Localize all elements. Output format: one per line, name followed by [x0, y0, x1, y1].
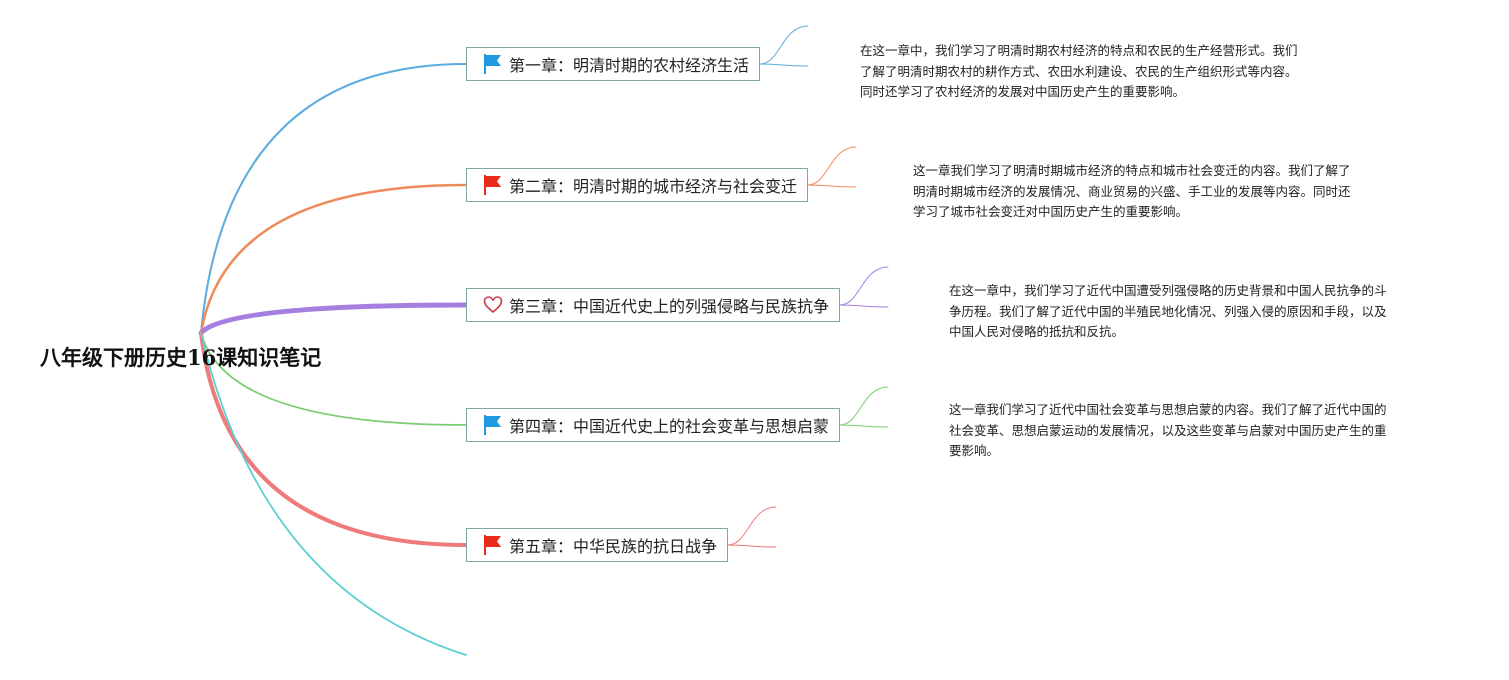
chapter-5-label: 第五章：中华民族的抗日战争	[509, 537, 718, 556]
chapter-2-label: 第二章：明清时期的城市经济与社会变迁	[509, 177, 798, 196]
red-flag-icon	[483, 174, 503, 196]
chapter-2-note-line: 这一章我们学习了明清时期城市经济的特点和城市社会变迁的内容。我们了解了	[913, 163, 1351, 178]
chapter-3-label: 第三章：中国近代史上的列强侵略与民族抗争	[509, 297, 830, 316]
chapter-4-note-line: 要影响。	[949, 443, 1000, 458]
chapter-3-topic[interactable]: 第三章：中国近代史上的列强侵略与民族抗争	[466, 288, 841, 322]
chapter-2-note: 这一章我们学习了明清时期城市经济的特点和城市社会变迁的内容。我们了解了 明清时期…	[913, 161, 1351, 223]
chapter-2-topic[interactable]: 第二章：明清时期的城市经济与社会变迁	[466, 168, 809, 202]
chapter-3-note: 在这一章中，我们学习了近代中国遭受列强侵略的历史背景和中国人民抗争的斗 争历程。…	[949, 281, 1387, 343]
chapter-4-label: 第四章：中国近代史上的社会变革与思想启蒙	[509, 417, 830, 436]
detail-bracket-bottom-chapter-5	[727, 544, 777, 548]
chapter-4-note: 这一章我们学习了近代中国社会变革与思想启蒙的内容。我们了解了近代中国的 社会变革…	[949, 400, 1387, 462]
detail-bracket-bottom-chapter-3	[839, 304, 889, 308]
blue-flag-icon	[483, 414, 503, 436]
branch-line-chapter-1	[200, 63, 467, 334]
branch-line-chapter-5	[199, 331, 468, 547]
chapter-1-note-line: 同时还学习了农村经济的发展对中国历史产生的重要影响。	[860, 84, 1186, 99]
detail-bracket-top-chapter-4	[839, 386, 889, 426]
chapter-1-note-line: 了解了明清时期农村的耕作方式、农田水利建设、农民的生产组织形式等内容。	[860, 63, 1298, 79]
chapter-2-note-line: 明清时期城市经济的发展情况、商业贸易的兴盛、手工业的发展等内容。同时还	[913, 183, 1351, 199]
detail-bracket-top-chapter-2	[807, 146, 857, 186]
chapter-1-label: 第一章：明清时期的农村经济生活	[509, 56, 750, 75]
detail-bracket-bottom-chapter-2	[807, 184, 857, 188]
red-flag-icon	[483, 534, 503, 556]
branch-line-chapter-4	[200, 332, 467, 426]
heart-icon	[483, 294, 503, 316]
branch-line-chapter-2	[199, 183, 468, 335]
chapter-4-topic[interactable]: 第四章：中国近代史上的社会变革与思想启蒙	[466, 408, 841, 442]
root-topic-title[interactable]: 八年级下册历史16课知识笔记	[40, 345, 322, 370]
detail-bracket-top-chapter-3	[839, 266, 889, 306]
chapter-3-note-line: 在这一章中，我们学习了近代中国遭受列强侵略的历史背景和中国人民抗争的斗	[949, 283, 1387, 298]
branch-line-chapter-3	[198, 302, 469, 336]
chapter-5-topic[interactable]: 第五章：中华民族的抗日战争	[466, 528, 729, 562]
chapter-2-note-line: 学习了城市社会变迁对中国历史产生的重要影响。	[913, 204, 1189, 219]
detail-bracket-top-chapter-1	[759, 25, 809, 65]
blue-flag-icon	[483, 53, 503, 75]
chapter-1-note: 在这一章中，我们学习了明清时期农村经济的特点和农民的生产经营形式。我们 了解了明…	[860, 41, 1298, 103]
chapter-3-note-line: 中国人民对侵略的抵抗和反抗。	[949, 324, 1125, 339]
chapter-1-note-line: 在这一章中，我们学习了明清时期农村经济的特点和农民的生产经营形式。我们	[860, 43, 1298, 58]
detail-bracket-bottom-chapter-4	[839, 424, 889, 428]
detail-bracket-bottom-chapter-1	[759, 63, 809, 67]
chapter-3-note-line: 争历程。我们了解了近代中国的半殖民地化情况、列强入侵的原因和手段，以及	[949, 303, 1387, 319]
detail-bracket-top-chapter-5	[727, 506, 777, 546]
chapter-4-note-line: 社会变革、思想启蒙运动的发展情况，以及这些变革与启蒙对中国历史产生的重	[949, 422, 1387, 438]
chapter-4-note-line: 这一章我们学习了近代中国社会变革与思想启蒙的内容。我们了解了近代中国的	[949, 402, 1387, 417]
branch-line-extra	[200, 332, 467, 656]
chapter-1-topic[interactable]: 第一章：明清时期的农村经济生活	[466, 47, 761, 81]
